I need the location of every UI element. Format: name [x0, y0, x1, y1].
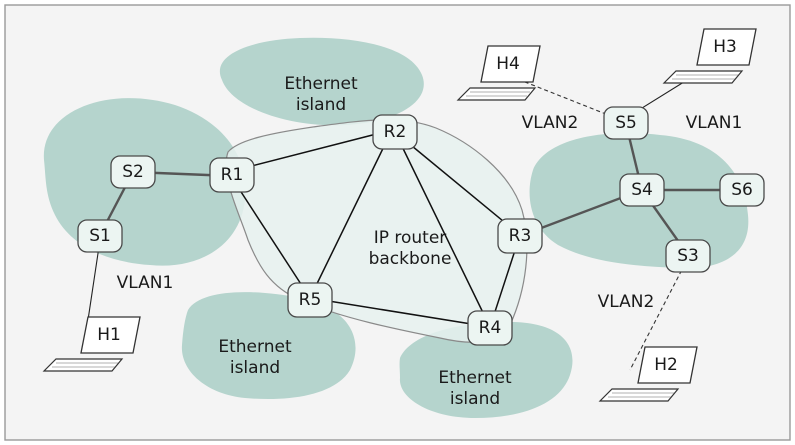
island-bottom-left-label-line1: Ethernet	[218, 337, 292, 357]
router-r2[interactable]: R2	[372, 114, 418, 150]
ethernet-island-top	[219, 37, 424, 126]
switch-s5[interactable]: S5	[603, 106, 649, 140]
link-s5-h4	[519, 79, 627, 123]
host-label-h4: H4	[496, 54, 520, 74]
host-h4[interactable]: H4	[456, 45, 541, 101]
router-r3[interactable]: R3	[497, 218, 543, 254]
host-label-h1: H1	[97, 325, 121, 345]
host-h2[interactable]: H2	[598, 346, 698, 402]
link-r2-r3	[394, 131, 521, 236]
laptop-icon	[42, 316, 141, 372]
link-r1-r5	[231, 177, 311, 299]
vlan2-bottom-label: VLAN2	[598, 292, 655, 312]
switch-s4[interactable]: S4	[619, 173, 665, 207]
laptop-icon	[456, 45, 541, 101]
node-label: R4	[479, 318, 502, 338]
node-label: S6	[731, 180, 753, 200]
vlan2-top-label: VLAN2	[522, 113, 579, 133]
router-r1[interactable]: R1	[209, 157, 255, 193]
island-top-label-line1: Ethernet	[284, 74, 358, 94]
switch-s6[interactable]: S6	[719, 173, 765, 207]
node-label: S1	[89, 226, 111, 246]
node-label: R3	[509, 226, 532, 246]
node-label: R5	[299, 290, 322, 310]
ethernet-island-bottom-mid	[399, 322, 573, 418]
laptop-icon	[662, 28, 757, 84]
link-r2-r4	[394, 131, 491, 328]
node-label: S5	[615, 113, 637, 133]
node-label: S2	[122, 162, 144, 182]
backbone-label-line2: backbone	[369, 249, 452, 269]
host-label-h2: H2	[654, 355, 678, 375]
switch-s1[interactable]: S1	[77, 219, 123, 253]
island-top-label-line2: island	[296, 95, 346, 115]
node-label: S4	[631, 180, 653, 200]
node-label: R1	[221, 165, 244, 185]
router-r5[interactable]: R5	[287, 282, 333, 318]
link-r5-r4	[309, 297, 491, 328]
island-bottom-left-label-line2: island	[230, 358, 280, 378]
node-label: R2	[384, 122, 407, 142]
vlan1-left-label: VLAN1	[117, 273, 174, 293]
link-r1-r2	[231, 129, 393, 172]
node-label: S3	[677, 246, 699, 266]
host-h1[interactable]: H1	[42, 316, 141, 372]
island-bottom-mid-label-line1: Ethernet	[438, 368, 512, 388]
vlan1-right-label: VLAN1	[686, 113, 743, 133]
island-bottom-mid-label-line2: island	[450, 389, 500, 409]
host-label-h3: H3	[713, 37, 737, 57]
router-r4[interactable]: R4	[467, 310, 513, 346]
laptop-icon	[598, 346, 698, 402]
host-h3[interactable]: H3	[662, 28, 757, 84]
link-s3-h2	[629, 257, 689, 371]
switch-s2[interactable]: S2	[110, 155, 156, 189]
ethernet-island-bottom-left	[181, 292, 356, 400]
backbone-label-line1: IP router	[374, 228, 447, 248]
switch-s3[interactable]: S3	[665, 239, 711, 273]
link-r2-r5	[309, 129, 393, 299]
